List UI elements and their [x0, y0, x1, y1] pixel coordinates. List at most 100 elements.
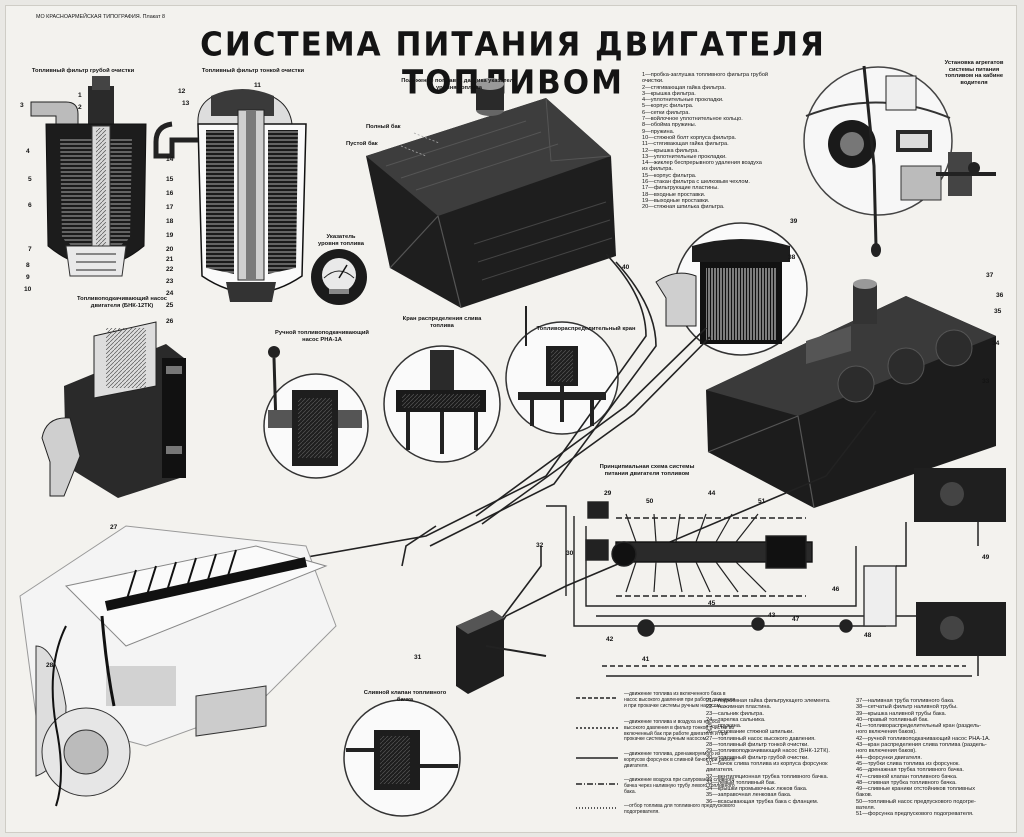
pump-bnk-caption: Топливоподкачивающий насос двигателя (БН… [77, 296, 167, 309]
schematic-caption: Принципиальная схема системы питания дви… [599, 464, 695, 477]
parts-list-item: 30—топливный фильтр грубой очистки. [706, 754, 809, 761]
callout-15: 15 [166, 176, 174, 183]
parts-list-item: 12—крышка фильтра. [642, 147, 699, 154]
coarse-filter-drawing [30, 76, 147, 277]
filler-neck-detail-drawing [655, 222, 808, 356]
parts-list-item: 4—уплотнительные прокладки. [642, 97, 724, 104]
parts-list-item: 8—обойма пружины. [642, 122, 697, 129]
parts-list-item: 33—левый топливный бак. [706, 779, 776, 786]
hand-pump-detail-drawing [263, 346, 369, 479]
callout-26: 26 [166, 318, 174, 325]
callout-11: 11 [254, 82, 261, 89]
parts-list-item: 32—вентиляционная трубка топливного бачк… [706, 773, 829, 780]
callout-35: 35 [994, 308, 1002, 315]
callout-25: 25 [166, 302, 174, 309]
publisher-note: МО КРАСНОАРМЕЙСКАЯ ТИПОГРАФИЯ. Плакат 8 [36, 14, 166, 20]
callout-37: 37 [986, 272, 994, 279]
callout-24: 24 [166, 290, 174, 297]
callout-48: 48 [864, 632, 872, 639]
parts-list-item: 47—сливной клапан топливного бачка. [856, 773, 958, 780]
callout-9: 9 [26, 274, 30, 281]
parts-list-item: 22—нажимная пластина. [706, 704, 772, 711]
callout-10: 10 [24, 286, 32, 293]
callout-39: 39 [790, 218, 798, 225]
parts-list-item: 27—топливный насос высокого давления. [706, 735, 816, 742]
parts-list-item: 45—трубки слива топлива из форсунок. [856, 760, 960, 767]
callout-8: 8 [26, 262, 30, 269]
gauge-position-caption: Положение поплавка датчика указателя уро… [401, 78, 517, 91]
callout-3: 3 [20, 102, 24, 109]
parts-list-item: очистки. [642, 78, 664, 85]
poster: МО КРАСНОАРМЕЙСКАЯ ТИПОГРАФИЯ. Плакат 8 … [6, 6, 1016, 832]
parts-list-item: 35—заправочная ленковая бака. [706, 792, 792, 799]
parts-list-item: ного включения баков). [856, 748, 917, 755]
callout-6: 6 [28, 202, 32, 209]
parts-list-item: 9—пружина. [642, 128, 675, 135]
callout-34: 34 [992, 340, 1000, 347]
cabin-unit-caption: Установка агрегатов системы питания топл… [944, 60, 1004, 86]
parts-list-item: 41—топливораспределительный кран (раздел… [856, 723, 981, 730]
callout-30: 30 [566, 550, 574, 557]
callout-12: 12 [178, 88, 186, 95]
callout-31: 31 [414, 654, 422, 661]
parts-list-item: 39—крышка наливной трубы бака. [856, 710, 947, 717]
callout-4: 4 [26, 148, 30, 155]
drain-tank-drawing [456, 610, 547, 694]
full-tank-caption: Полный бак [366, 124, 401, 130]
parts-list-item: 36—всасывающая трубка бака с фланцем. [706, 798, 819, 805]
callout-18: 18 [166, 218, 174, 225]
parts-list-item: 28—топливный фильтр тонкой очистки. [706, 742, 809, 749]
legend-entry: —движение топлива из включенного бака в … [624, 691, 736, 709]
parts-list-item: 42—ручной топливоподкачивающий насос РНА… [856, 735, 991, 742]
parts-list-item: 14—жиклер беспрерывного удаления воздуха [642, 160, 762, 167]
callout-7: 7 [28, 246, 32, 253]
parts-list-item: 34—крышки промывочных люков бака. [706, 786, 808, 793]
callout-51: 51 [758, 498, 766, 505]
fine-filter-drawing [153, 89, 307, 302]
parts-list-item: 11—стягивающая гайка фильтра. [642, 141, 729, 148]
parts-list-item: 10—стяжной болт корпуса фильтра. [642, 134, 737, 141]
tank-valve-caption: Сливной клапан топливного бачка [363, 690, 447, 703]
hand-pump-caption: Ручной топливоподкачивающий насос РНА-1А [275, 330, 369, 343]
callout-36: 36 [996, 292, 1004, 299]
legend-entry: —движение воздуха при сапуровании сливно… [624, 777, 735, 795]
legend-entry: —отбор топлива для топливного предпусков… [624, 803, 736, 815]
callout-23: 23 [166, 278, 174, 285]
schematic-diagram [546, 501, 972, 677]
parts-list-item: 51—форсунка предпускового подогревателя. [856, 811, 974, 818]
parts-list-item: 18—входные проставки. [642, 191, 706, 198]
callout-42: 42 [606, 636, 614, 643]
legend-arrows [576, 697, 618, 809]
callout-43: 43 [768, 612, 776, 619]
empty-tank-caption: Пустой бак [346, 141, 378, 147]
callout-38: 38 [788, 254, 796, 261]
parts-list-item: 3—крышка фильтра. [642, 90, 696, 97]
parts-list-item: 49—сливные краники отстойников топливных [856, 786, 976, 793]
parts-list-item: двигателя. [706, 767, 734, 774]
distributor-valve-detail-drawing [505, 306, 619, 435]
parts-list-item: 16—стакан фильтра с шелковым чехлом. [642, 179, 750, 186]
parts-list-item: 23—сальник фильтра. [706, 710, 764, 717]
callout-22: 22 [166, 266, 174, 273]
parts-list-item: 15—корпус фильтра. [642, 172, 697, 179]
parts-list-item: 6—сетки фильтра. [642, 109, 690, 116]
parts-list-item: 50—топливный насос предпускового подогре… [856, 798, 976, 805]
callout-14: 14 [166, 156, 174, 163]
distributor-valve-caption: Топливораспределительный кран [536, 326, 636, 332]
left-fuel-tank-drawing [706, 279, 996, 509]
parts-list-item: 2—стягивающая гайка фильтра. [642, 84, 726, 91]
callout-20: 20 [166, 246, 174, 253]
parts-list-3: 37—наливная труба топливного бака. 38—се… [856, 698, 990, 818]
parts-list-1: 1—пробка-заглушка топливного фильтра гру… [642, 72, 768, 211]
fine-filter-caption: Топливный фильтр тонкой очистки [201, 68, 305, 74]
callout-5: 5 [28, 176, 32, 183]
callout-28: 28 [46, 662, 54, 669]
parts-list-item: 7—войлочное уплотнительное кольцо. [642, 116, 743, 123]
parts-list-item: ного включения баков). [856, 729, 917, 736]
legend-entry: —движение топлива и воздуха из насоса вы… [624, 719, 735, 743]
engine-drawing [19, 525, 337, 807]
parts-list-item: 43—кран распределения слива топлива (раз… [856, 742, 987, 749]
illustration-canvas [19, 65, 1006, 817]
parts-list-item: 38—сетчатый фильтр наливной трубы. [856, 704, 958, 711]
callout-50: 50 [646, 498, 654, 505]
